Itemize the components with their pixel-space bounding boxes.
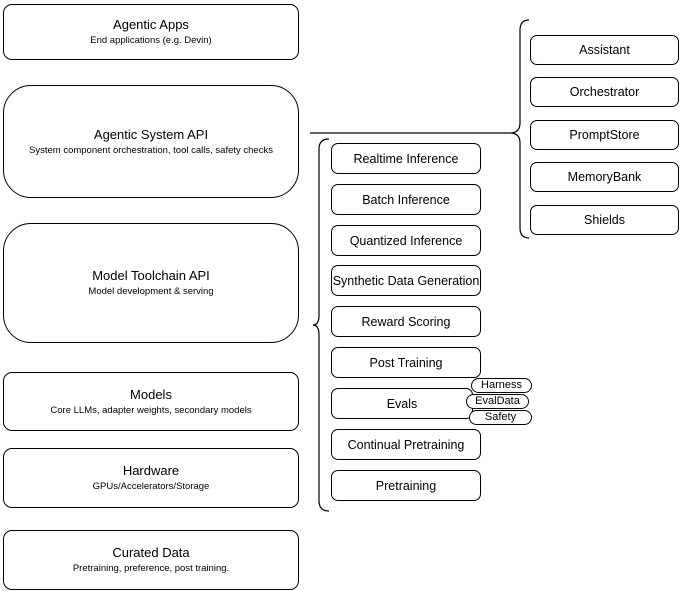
node-title: Agentic System API [93, 126, 209, 142]
tag-label: Harness [481, 379, 522, 391]
node-title: Agentic Apps [113, 17, 189, 32]
node-subtitle: System component orchestration, tool cal… [29, 144, 273, 156]
node-title: Model Toolchain API [92, 268, 210, 283]
node-subtitle: GPUs/Accelerators/Storage [92, 481, 210, 492]
system-group-brace [509, 19, 530, 239]
node-label: PromptStore [569, 128, 640, 142]
node-label: Synthetic Data Generation [332, 273, 480, 288]
node-continual-pretraining: Continual Pretraining [331, 429, 481, 460]
tag-evaldata: EvalData [466, 394, 529, 409]
node-label: Pretraining [375, 478, 437, 493]
node-label: Evals [386, 396, 418, 411]
node-promptstore: PromptStore [530, 120, 679, 150]
node-evals: Evals [331, 388, 473, 419]
node-subtitle: End applications (e.g. Devin) [90, 35, 212, 46]
node-reward-scoring: Reward Scoring [331, 306, 481, 337]
node-label: Reward Scoring [361, 314, 451, 329]
toolchain-group-brace [312, 138, 330, 512]
node-title: Curated Data [112, 545, 190, 560]
node-subtitle: Pretraining, preference, post training. [72, 563, 230, 574]
tag-harness: Harness [471, 378, 532, 393]
node-synthetic-data-generation: Synthetic Data Generation [331, 265, 481, 296]
node-curated-data: Curated Data Pretraining, preference, po… [3, 530, 299, 590]
node-subtitle: Model development & serving [88, 286, 214, 297]
node-realtime-inference: Realtime Inference [331, 143, 481, 174]
node-memorybank: MemoryBank [530, 162, 679, 192]
tag-label: EvalData [475, 395, 520, 407]
node-post-training: Post Training [331, 347, 481, 378]
node-label: Batch Inference [362, 192, 450, 207]
tag-safety: Safety [469, 410, 532, 425]
node-label: Quantized Inference [349, 233, 463, 248]
node-shields: Shields [530, 205, 679, 235]
node-label: Realtime Inference [353, 151, 459, 166]
node-assistant: Assistant [530, 35, 679, 65]
node-hardware: Hardware GPUs/Accelerators/Storage [3, 448, 299, 508]
node-label: Orchestrator [569, 85, 640, 99]
node-label: Assistant [579, 43, 630, 57]
node-agentic-system-api: Agentic System API System component orch… [3, 85, 299, 198]
node-agentic-apps: Agentic Apps End applications (e.g. Devi… [3, 4, 299, 60]
node-quantized-inference: Quantized Inference [331, 225, 481, 256]
tag-label: Safety [484, 411, 517, 423]
node-label: Post Training [369, 355, 443, 370]
node-batch-inference: Batch Inference [331, 184, 481, 215]
node-title: Hardware [122, 463, 180, 478]
node-label: Continual Pretraining [347, 437, 465, 452]
node-orchestrator: Orchestrator [530, 77, 679, 107]
node-title: Models [130, 386, 172, 402]
node-label: MemoryBank [567, 170, 642, 184]
node-models: Models Core LLMs, adapter weights, secon… [3, 372, 299, 431]
node-subtitle: Core LLMs, adapter weights, secondary mo… [50, 404, 252, 416]
node-pretraining: Pretraining [331, 470, 481, 501]
node-model-toolchain-api: Model Toolchain API Model development & … [3, 223, 299, 343]
node-label: Shields [584, 213, 625, 227]
